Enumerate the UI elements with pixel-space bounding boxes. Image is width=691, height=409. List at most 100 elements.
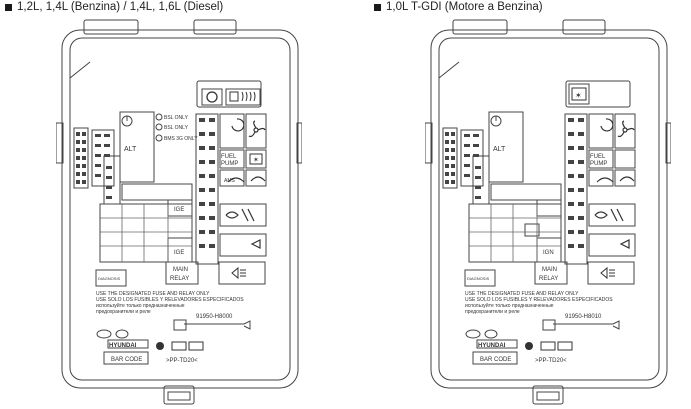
horn-icon <box>250 239 261 249</box>
top-tab-right <box>193 19 237 35</box>
ams-label: AMS <box>224 178 236 184</box>
alt-label: ALT <box>493 146 506 153</box>
fuse-column <box>564 113 588 265</box>
relay-cell <box>225 88 261 106</box>
headlamp-icon <box>594 211 608 219</box>
barcode-box <box>472 351 518 365</box>
top-tab-left <box>83 19 139 35</box>
main-relay-label-2: RELAY <box>539 276 558 282</box>
warning-line-2: USE SOLO LOS FUSIBLES Y RELEVADORES ESPE… <box>96 297 244 303</box>
fuse-puller-icon <box>184 320 251 330</box>
fuse-strip <box>460 129 484 187</box>
warning-line-3: используйте только предназначенные <box>96 302 185 309</box>
fuel-icon <box>229 91 239 102</box>
battery-icon <box>571 87 587 101</box>
warning-line-3: используйте только предназначенные <box>465 302 554 309</box>
recirculation-icon <box>231 118 245 132</box>
relay-lamp <box>588 203 636 227</box>
relay-horn <box>588 233 636 257</box>
bullet-square-icon <box>5 3 12 11</box>
fan-icon <box>253 127 259 133</box>
relay-wiper <box>245 169 267 187</box>
note-marker <box>155 113 163 121</box>
horn-icon <box>619 239 630 249</box>
cert-mark-icon-2 <box>188 341 204 351</box>
ign-label: IGE <box>174 207 184 213</box>
part-number: 91950-H8000 <box>196 314 233 320</box>
note-1: BSL ONLY <box>164 115 189 121</box>
diagnosis-label: DIAGNOSIS <box>467 276 490 281</box>
relay-ams <box>219 169 245 187</box>
cover-outline <box>430 29 668 389</box>
bullet-square-icon <box>374 3 381 11</box>
headlamp-icon <box>225 211 239 219</box>
material-label: >PP-TD20< <box>166 358 198 364</box>
relay-block-top <box>565 80 631 108</box>
relay-fuel-pump <box>219 149 245 169</box>
wiper-icon <box>227 177 245 183</box>
main-relay-box <box>534 261 568 285</box>
corner-rib <box>69 61 91 79</box>
diagnosis-label: DIAGNOSIS <box>98 276 121 281</box>
cover-outline <box>61 29 299 389</box>
left-hinge <box>56 122 64 164</box>
right-hinge <box>296 122 302 164</box>
note-marker <box>155 123 163 131</box>
warning-line-1: USE THE DESIGNATED FUSE AND RELAY ONLY <box>465 291 579 297</box>
note-3: BMS 3G ONLY <box>164 136 198 142</box>
brand-box <box>476 339 518 349</box>
warning-line-1: USE THE DESIGNATED FUSE AND RELAY ONLY <box>96 291 210 297</box>
relay-battery <box>245 149 267 169</box>
relay-horn <box>219 233 267 257</box>
diagnosis-box <box>95 269 127 287</box>
note-2: BSL ONLY <box>164 125 189 131</box>
right-hinge <box>665 122 671 164</box>
brand-box <box>107 339 149 349</box>
fuse-puller-icon <box>553 320 620 330</box>
relay-lamp <box>219 203 267 227</box>
fuse-box-diagram-left: ALT BSL ONLY BSL ONLY BMS 3G ONLY <box>56 19 302 405</box>
cert-mark-icon <box>171 341 187 351</box>
relay-wiper <box>614 169 636 187</box>
fuse-box-diagram-right: ✶ ALT <box>425 19 671 405</box>
top-tab-left <box>452 19 508 35</box>
main-relay-label: MAIN <box>542 267 557 273</box>
wiper-icon-2 <box>250 176 266 182</box>
fog-lamp-icon <box>600 266 615 280</box>
defrost-icon <box>241 91 256 102</box>
diagnosis-box <box>464 269 496 287</box>
wiper-icon-2 <box>619 176 635 182</box>
relay-cell <box>201 88 223 106</box>
fuse-strip <box>91 129 115 187</box>
wiper-icon <box>596 177 614 183</box>
fuel-pump-label-2: PUMP <box>221 161 238 167</box>
lamp-lines-icon <box>610 208 624 222</box>
note-marker <box>155 134 163 142</box>
battery-mark: ✶ <box>253 156 259 164</box>
main-relay-label: MAIN <box>173 267 188 273</box>
relay-battery <box>614 149 636 169</box>
recirculation-icon <box>600 118 614 132</box>
sun-icon <box>206 91 218 103</box>
recycle-icon <box>156 342 164 350</box>
recycle-icon <box>525 342 533 350</box>
top-tab-right <box>562 19 606 35</box>
relay-cell <box>568 83 590 105</box>
kia-logo <box>484 329 498 339</box>
hyundai-logo <box>96 329 112 339</box>
right-section-heading: 1,0L T-GDI (Motore a Benzina) <box>374 1 543 13</box>
barcode-label: BAR CODE <box>111 357 142 363</box>
warning-line-2: USE SOLO LOS FUSIBLES Y RELEVADORES ESPE… <box>465 297 613 303</box>
alt-label: ALT <box>124 146 137 153</box>
fog-lamp-icon <box>231 266 246 280</box>
main-relay-box <box>165 261 199 285</box>
kia-logo <box>115 329 129 339</box>
fuse-matrix <box>99 203 193 263</box>
ign-label: IGN <box>543 250 554 256</box>
bottom-latch <box>163 385 195 405</box>
ign-relay <box>536 199 562 217</box>
corner-rib <box>438 61 460 79</box>
fuel-pump-label: FUEL <box>590 154 606 160</box>
cover-inner-outline <box>69 37 291 381</box>
bottom-latch <box>532 385 564 405</box>
